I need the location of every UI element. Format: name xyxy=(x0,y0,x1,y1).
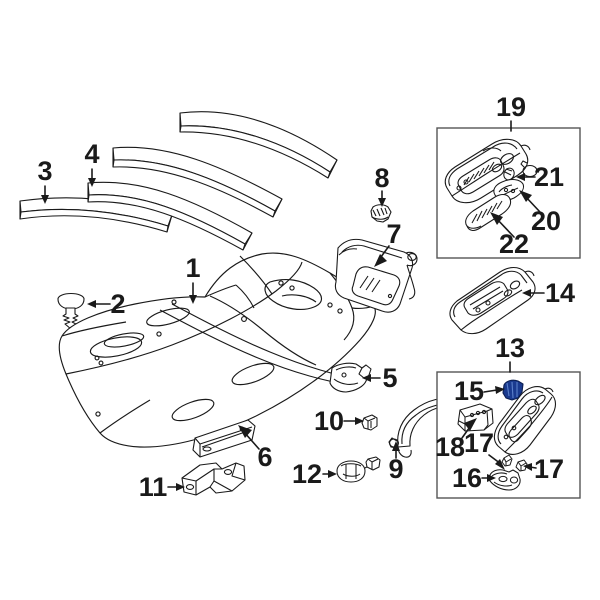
callout-11[interactable]: 11 xyxy=(139,472,168,502)
part-dome-lamp-bulb[interactable] xyxy=(502,167,516,182)
part-sun-visor[interactable] xyxy=(334,238,418,313)
part-grommet-small[interactable] xyxy=(361,414,378,431)
callout-17b[interactable]: 17 xyxy=(534,454,564,484)
part-dome-lamp-lens[interactable] xyxy=(465,194,512,231)
callout-16[interactable]: 16 xyxy=(452,463,482,493)
part-console-bulb-b[interactable] xyxy=(515,459,528,472)
part-console-lens[interactable] xyxy=(489,469,521,491)
callout-19[interactable]: 19 xyxy=(496,92,526,122)
callout-leaders xyxy=(41,120,545,491)
part-assist-handle-cap[interactable] xyxy=(336,456,381,483)
part-overhead-console[interactable] xyxy=(449,266,536,335)
callout-9[interactable]: 9 xyxy=(388,454,403,484)
part-roof-bow-rear[interactable] xyxy=(179,111,338,179)
callout-1[interactable]: 1 xyxy=(185,253,200,283)
callout-12[interactable]: 12 xyxy=(292,459,322,489)
part-roof-bow-second[interactable] xyxy=(87,181,253,251)
part-visor-clip[interactable] xyxy=(370,204,392,223)
callout-2[interactable]: 2 xyxy=(110,289,125,319)
part-roof-bow-front[interactable] xyxy=(19,197,173,233)
part-mounting-bracket[interactable] xyxy=(181,462,246,496)
callout-22[interactable]: 22 xyxy=(499,229,529,259)
callout-10[interactable]: 10 xyxy=(314,406,344,436)
part-coat-hook[interactable] xyxy=(329,362,372,393)
callout-18[interactable]: 18 xyxy=(435,432,465,462)
callout-17a[interactable]: 17 xyxy=(464,428,494,458)
callout-numbers: 1 2 3 4 5 6 7 8 9 10 11 12 13 14 15 16 1… xyxy=(37,92,575,502)
part-console-switch-knob[interactable] xyxy=(502,379,524,401)
callout-6[interactable]: 6 xyxy=(257,442,272,472)
part-retainer-clip[interactable] xyxy=(57,292,85,330)
part-console-bulb-a[interactable] xyxy=(501,454,513,467)
part-roof-bow-third[interactable] xyxy=(112,146,283,218)
callout-21[interactable]: 21 xyxy=(534,162,564,192)
callout-4[interactable]: 4 xyxy=(84,139,99,169)
callout-5[interactable]: 5 xyxy=(382,363,397,393)
callout-15[interactable]: 15 xyxy=(454,376,484,406)
part-console-body[interactable] xyxy=(493,386,557,455)
callout-14[interactable]: 14 xyxy=(545,278,575,308)
callout-7[interactable]: 7 xyxy=(386,219,401,249)
callout-13[interactable]: 13 xyxy=(495,333,525,363)
callout-20[interactable]: 20 xyxy=(531,206,561,236)
part-dome-lamp-assembly[interactable] xyxy=(444,138,538,204)
callout-3[interactable]: 3 xyxy=(37,156,52,186)
callout-8[interactable]: 8 xyxy=(374,163,389,193)
